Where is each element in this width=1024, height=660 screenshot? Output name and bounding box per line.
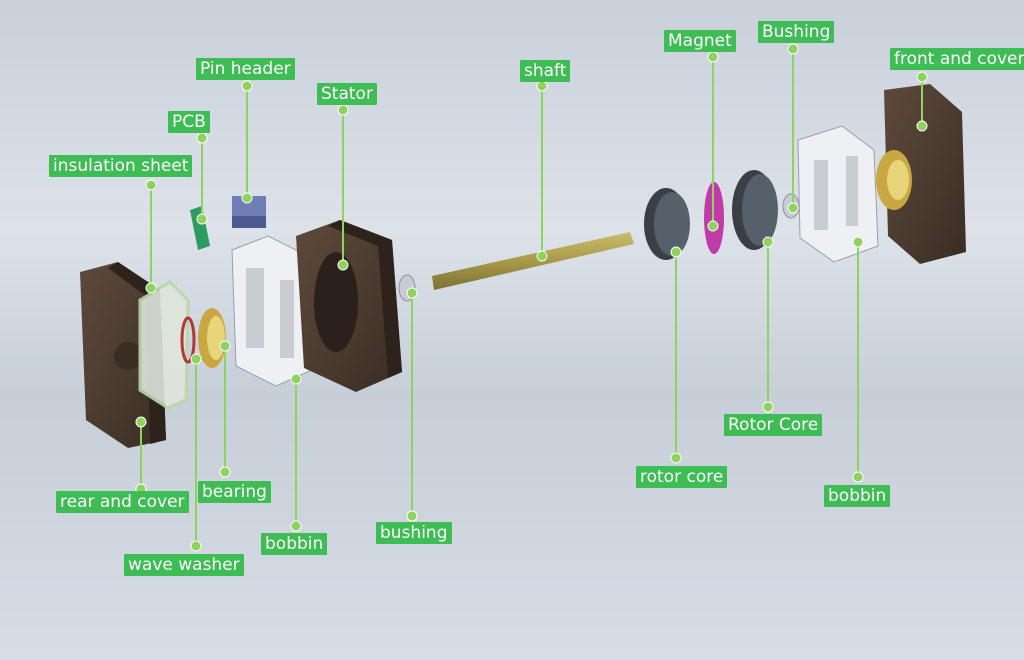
label-insulation-sheet: insulation sheet <box>49 155 193 177</box>
label-rotor-core-lower: rotor core <box>636 466 728 488</box>
bobbin-left-part <box>231 235 313 387</box>
shaft-part <box>432 232 634 290</box>
rotor-core-lower-part <box>644 188 690 260</box>
label-pcb: PCB <box>168 111 210 133</box>
label-pin-header: Pin header <box>196 58 295 80</box>
label-shaft: shaft <box>520 60 571 82</box>
pcb-part <box>190 206 210 250</box>
pin-header-part <box>232 196 266 228</box>
label-stator: Stator <box>317 83 377 105</box>
rotor-core-upper-part <box>732 170 778 250</box>
bobbin-right-part <box>797 125 879 263</box>
leader-dots <box>135 43 928 552</box>
front-cover-part <box>876 84 966 264</box>
label-bushing-mid: bushing <box>376 522 452 544</box>
label-rotor-core-upper: Rotor Core <box>724 414 823 436</box>
wave-washer-part <box>180 316 196 364</box>
label-bushing-top: Bushing <box>758 21 835 43</box>
label-rear-cover: rear and cover <box>56 491 189 513</box>
stator-part <box>296 220 402 392</box>
insulation-sheet-part <box>138 280 190 410</box>
leader-lines <box>140 49 923 546</box>
label-magnet: Magnet <box>664 30 736 52</box>
label-bobbin-right: bobbin <box>824 485 891 507</box>
label-bobbin-left: bobbin <box>261 533 328 555</box>
label-bearing: bearing <box>198 481 271 503</box>
label-front-cover: front and cover <box>890 48 1024 70</box>
label-wave-washer: wave washer <box>124 554 244 576</box>
bearing-part <box>198 308 226 368</box>
